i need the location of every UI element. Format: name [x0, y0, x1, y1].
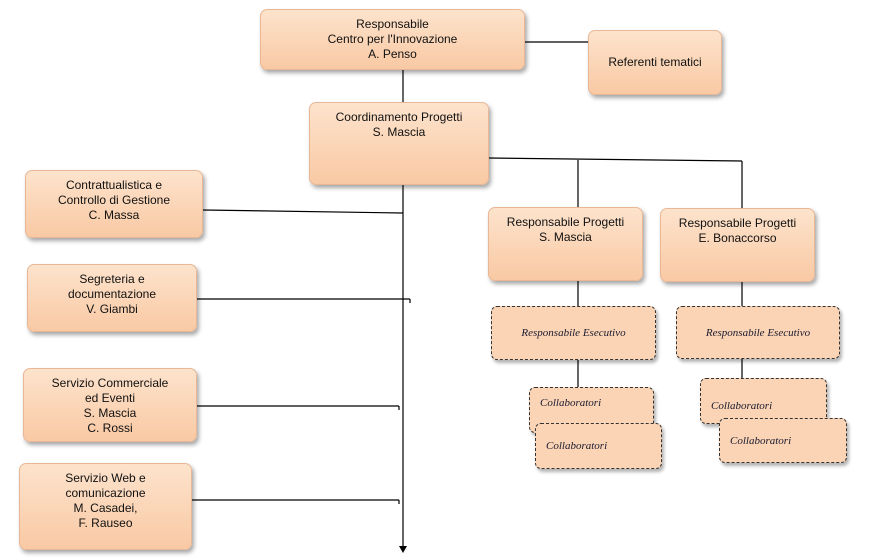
node-resp-progetti-2: Responsabile Progetti E. Bonaccorso: [660, 208, 815, 282]
node-text: Centro per l'Innovazione: [327, 32, 458, 46]
node-text: C. Rossi: [87, 421, 133, 435]
node-collaboratori-2b: Collaboratori: [719, 418, 847, 463]
arrow-down-icon: [399, 546, 407, 553]
connector-contrattualistica: [202, 209, 404, 214]
node-text: Responsabile Progetti: [506, 215, 625, 229]
node-text: Contrattualistica e: [65, 178, 163, 192]
node-web: Servizio Web e comunicazione M. Casadei,…: [19, 463, 192, 550]
node-commerciale: Servizio Commerciale ed Eventi S. Mascia…: [23, 368, 197, 442]
node-text: S. Mascia: [83, 406, 137, 420]
node-referenti: Referenti tematici: [588, 30, 722, 95]
node-text: Coordinamento Progetti: [335, 110, 463, 124]
node-coordinamento: Coordinamento Progetti S. Mascia: [309, 102, 489, 185]
node-text: V. Giambi: [86, 302, 138, 316]
node-text: Responsabile Progetti: [678, 216, 797, 230]
node-segreteria: Segreteria e documentazione V. Giambi: [27, 264, 197, 332]
node-text: A. Penso: [368, 47, 417, 61]
node-text: comunicazione: [65, 486, 146, 500]
node-text: S. Mascia: [539, 230, 592, 244]
node-collaboratori-1b: Collaboratori: [535, 423, 662, 469]
node-text: M. Casadei,: [73, 501, 138, 515]
node-resp-esecutivo-2: Responsabile Esecutivo: [676, 306, 840, 359]
node-responsabile: Responsabile Centro per l'Innovazione A.…: [260, 9, 525, 70]
node-text: F. Rauseo: [78, 516, 133, 530]
node-resp-progetti-1: Responsabile Progetti S. Mascia: [488, 207, 643, 281]
node-text: C. Massa: [88, 208, 140, 222]
node-text: Responsabile: [356, 17, 429, 31]
node-text: E. Bonaccorso: [698, 231, 777, 245]
node-text: ed Eventi: [84, 391, 136, 405]
node-collaboratori-2a: Collaboratori: [700, 378, 827, 424]
node-resp-esecutivo-1: Responsabile Esecutivo: [491, 306, 656, 360]
node-text: documentazione: [67, 287, 157, 301]
node-contrattualistica: Contrattualistica e Controllo di Gestion…: [25, 170, 203, 238]
node-text: Controllo di Gestione: [57, 193, 171, 207]
node-text: Servizio Commerciale: [51, 376, 169, 390]
node-text: Referenti tematici: [608, 55, 702, 69]
connector-projects-bar: [488, 157, 743, 162]
node-text: S. Mascia: [372, 125, 426, 139]
node-text: Segreteria e: [79, 272, 145, 286]
node-text: Servizio Web e: [65, 471, 146, 485]
